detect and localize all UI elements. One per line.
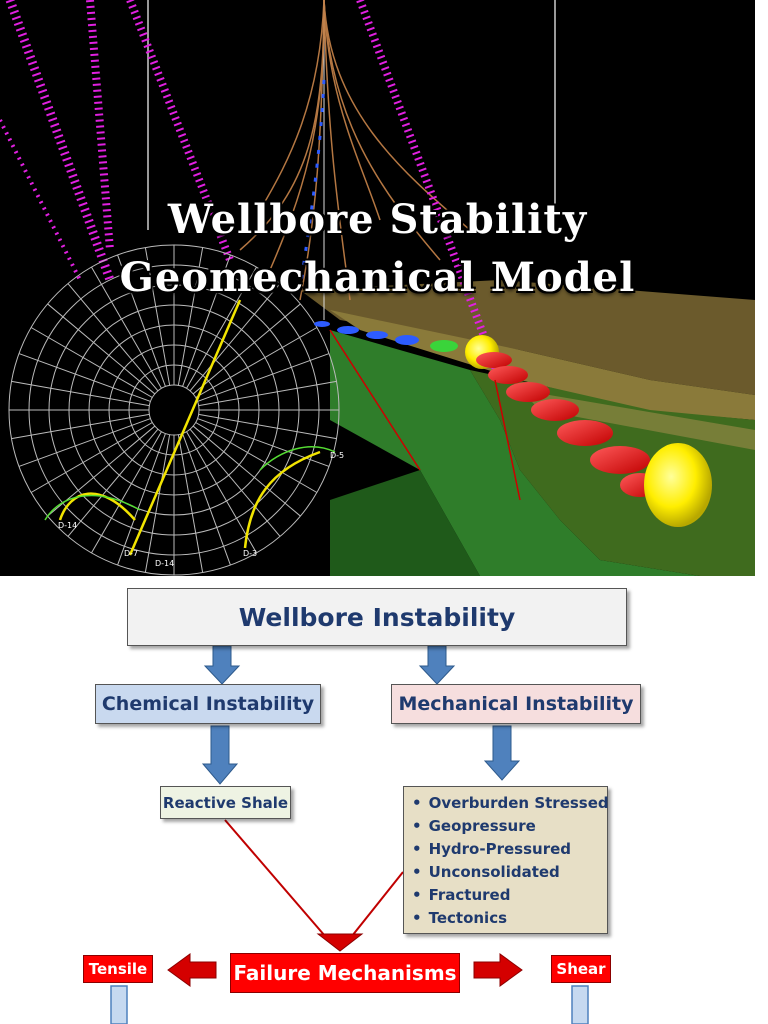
- stereonet-spoke: [67, 428, 159, 537]
- stereonet-spoke: [67, 283, 159, 392]
- reactive-shale-label: Reactive Shale: [162, 793, 289, 812]
- stereonet-spoke: [197, 353, 330, 402]
- well-label: D-14: [58, 521, 77, 530]
- stereonet: [8, 244, 340, 576]
- arrow-root-to-mechanical: [418, 645, 456, 685]
- arrow-failure-to-shear: [473, 953, 523, 987]
- wellbore-instability-label: Wellbore Instability: [238, 602, 516, 632]
- mechanical-instability-label: Mechanical Instability: [398, 693, 634, 715]
- stereonet-spoke: [30, 422, 153, 493]
- hero-title-line-2: Geomechanical Model: [119, 254, 636, 301]
- failure-mechanisms-box: Failure Mechanisms: [230, 953, 460, 993]
- shear-label: Shear: [556, 960, 606, 978]
- stereonet-spoke: [182, 254, 231, 387]
- stereonet-spoke: [177, 247, 204, 386]
- well-trajectories: [239, 0, 471, 301]
- stereonet-spoke: [195, 422, 318, 493]
- magenta-log-tracks: [0, 0, 504, 382]
- stereonet-spoke: [198, 413, 337, 440]
- arrow-chemical-to-shale: [201, 725, 239, 785]
- mechanical-causes-list: Overburden Stressed Geopressure Hydro-Pr…: [412, 792, 609, 930]
- geomechanical-render: D-14 D-7 D-14 D-5 D-3: [0, 0, 755, 576]
- stereonet-spoke: [18, 353, 151, 402]
- flow-arrows: [110, 645, 589, 1024]
- stereonet-spoke: [144, 434, 171, 573]
- reactive-shale-box: Reactive Shale: [160, 786, 291, 819]
- chemical-instability-label: Chemical Instability: [101, 693, 315, 715]
- hero-image: D-14 D-7 D-14 D-5 D-3: [0, 0, 755, 576]
- well-label: D-7: [124, 549, 138, 558]
- hero-title-line-1: Wellbore Stability: [167, 196, 588, 243]
- stereonet-spoke: [189, 428, 281, 537]
- stereonet-spoke: [91, 266, 162, 389]
- wellbore-instability-box: Wellbore Instability: [127, 588, 627, 646]
- stereonet-spoke: [198, 380, 337, 407]
- shear-stub: [571, 985, 589, 1024]
- stereonet-spoke: [117, 254, 166, 387]
- list-item: Hydro-Pressured: [412, 838, 607, 861]
- tensile-box: Tensile: [83, 955, 153, 983]
- stereonet-spoke: [11, 413, 150, 440]
- mechanical-causes-box: Overburden Stressed Geopressure Hydro-Pr…: [403, 786, 609, 934]
- stereonet-spoke: [144, 247, 171, 386]
- well-label: D-14: [155, 559, 174, 568]
- list-item: Fractured: [412, 884, 607, 907]
- arrow-failure-to-tensile: [167, 953, 217, 987]
- arrow-into-failure: [316, 933, 364, 952]
- list-item: Tectonics: [412, 907, 607, 930]
- well-label: D-5: [330, 451, 344, 460]
- stereonet-spoke: [11, 380, 150, 407]
- stereonet-spoke: [186, 266, 257, 389]
- stress-ellipsoids: [314, 321, 712, 527]
- arrow-root-to-chemical: [203, 645, 241, 685]
- list-item: Geopressure: [412, 815, 607, 838]
- stereonet-spoke: [47, 303, 156, 395]
- shear-box: Shear: [551, 955, 611, 983]
- stereonet-spoke: [192, 303, 301, 395]
- geologic-layers: [300, 280, 755, 576]
- mechanical-instability-box: Mechanical Instability: [391, 684, 641, 724]
- stereonet-spoke: [182, 433, 231, 566]
- stereonet-spoke: [186, 431, 257, 554]
- stereonet-spoke: [91, 431, 162, 554]
- list-item: Overburden Stressed: [412, 792, 609, 815]
- stereonet-spoke: [192, 425, 301, 517]
- chemical-instability-box: Chemical Instability: [95, 684, 321, 724]
- stereonet-spoke: [18, 418, 151, 467]
- well-label: D-3: [243, 549, 257, 558]
- stereonet-spoke: [30, 327, 153, 398]
- arrow-mechanical-to-causes: [483, 725, 521, 781]
- tensile-label: Tensile: [88, 960, 148, 978]
- stereonet-spoke: [189, 283, 281, 392]
- list-item: Unconsolidated: [412, 861, 607, 884]
- failure-mechanisms-label: Failure Mechanisms: [233, 961, 457, 985]
- stereonet-spoke: [177, 434, 204, 573]
- stereonet-spoke: [117, 433, 166, 566]
- stereonet-spoke: [195, 327, 318, 398]
- tensile-stub: [110, 985, 128, 1024]
